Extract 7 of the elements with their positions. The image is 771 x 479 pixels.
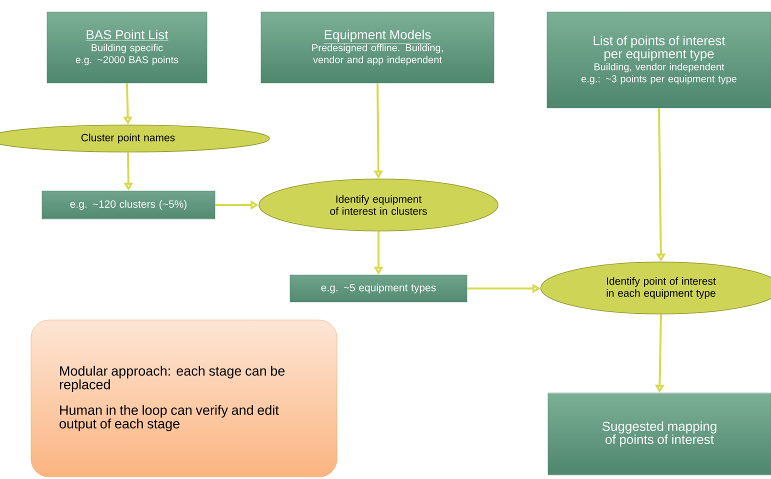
result-box: e.g. ~120 clusters (~5%)	[42, 190, 216, 220]
process-box: Suggested mapping of points of interest	[548, 392, 771, 476]
process-box: Equipment Models Predesigned offline. Building, vendor and app independent	[260, 12, 494, 84]
note-box: Modular approach: each stage can be replaced Human in the loop can verify and edit output of each stage	[30, 320, 338, 478]
process-box: List of points of interest per equipment type Building, vendor independent e.g.: ~3 points per equipment type	[546, 12, 771, 108]
result-box: e.g. ~5 equipment types	[290, 274, 468, 302]
process-box: BAS Point List Building specific e.g. ~2000 BAS points	[46, 12, 208, 84]
